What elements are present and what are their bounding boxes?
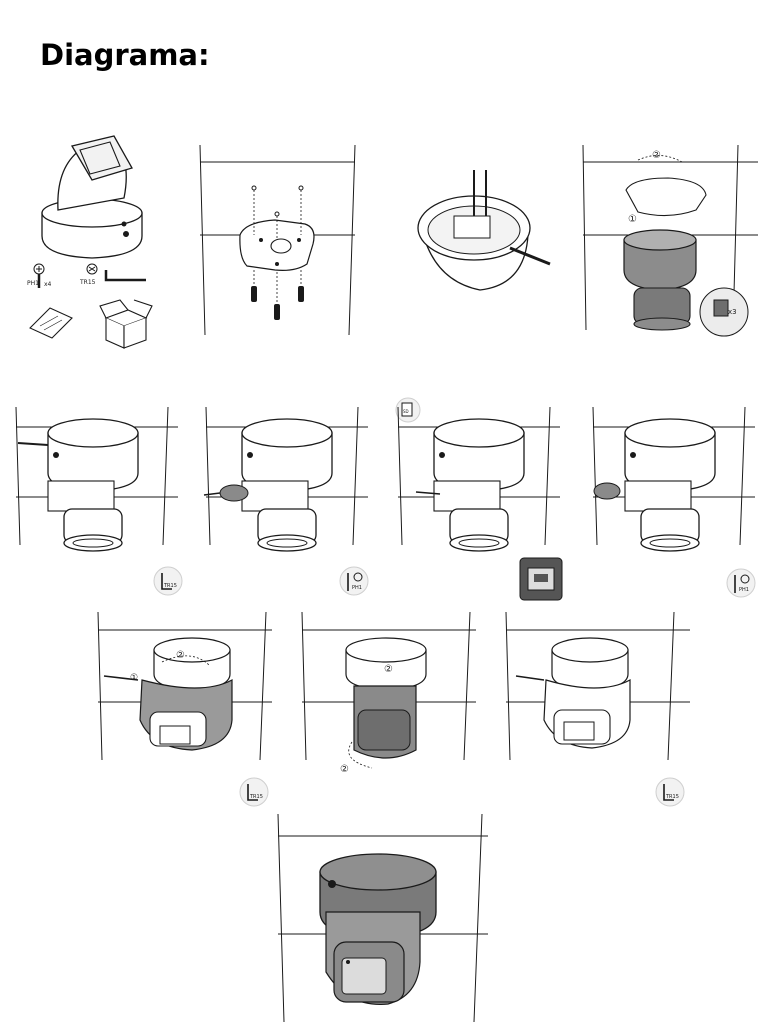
sd-slot-badge-icon bbox=[519, 557, 563, 601]
sd-cover-remove-panel: PH1 bbox=[198, 405, 378, 605]
angle-step-mark: ② bbox=[384, 664, 393, 675]
step-mark-2: ② bbox=[652, 150, 661, 161]
camera-turret-icon bbox=[41, 135, 143, 259]
screwdriver-badge-label: PH1 bbox=[352, 585, 362, 591]
package-contents-panel: PH1 x4 TR15 bbox=[20, 128, 160, 349]
ceiling-camera-icon bbox=[319, 853, 437, 1005]
torx-badge-label-2: TR15 bbox=[249, 794, 263, 800]
screwdriver-badge-icon: PH1 bbox=[339, 566, 369, 596]
torx-badge-icon: TR15 bbox=[239, 777, 269, 807]
clip-qty-label: x3 bbox=[728, 308, 737, 316]
final-camera-panel bbox=[268, 812, 498, 1024]
torx-badge-icon: TR15 bbox=[153, 566, 183, 596]
mount-plate-panel bbox=[195, 140, 365, 340]
cable-connection-panel bbox=[410, 160, 560, 310]
page-title: Diagrama: bbox=[40, 38, 210, 72]
step-mark-1: ① bbox=[628, 214, 637, 225]
screw-qty-label: x4 bbox=[44, 281, 52, 288]
manual-icon bbox=[29, 307, 73, 339]
screw-icon: PH1 x4 bbox=[27, 263, 52, 288]
torx-key-icon: TR15 bbox=[79, 263, 146, 286]
screwdriver-badge-icon: PH1 bbox=[726, 568, 756, 598]
torx-badge-label-3: TR15 bbox=[665, 794, 679, 800]
screwdriver-badge-label-2: PH1 bbox=[739, 587, 749, 593]
open-cover-panel: TR15 bbox=[8, 405, 183, 605]
torx-bit-label: TR15 bbox=[79, 279, 96, 286]
angle-step-mark-2: ② bbox=[340, 764, 349, 775]
adjust-angle-panel: ② ② bbox=[296, 610, 486, 790]
mount-plate-icon bbox=[239, 219, 315, 271]
sd-card-label: SD bbox=[403, 409, 409, 414]
rotate-step-mark-1: ① bbox=[130, 673, 138, 683]
box-icon bbox=[99, 299, 153, 349]
rotate-cover-panel: ② ① TR15 bbox=[92, 610, 282, 810]
torx-badge-label: TR15 bbox=[163, 583, 177, 589]
lock-cover-panel: TR15 bbox=[500, 610, 700, 810]
attach-camera-panel: ② ① x3 bbox=[578, 140, 758, 340]
sd-cover-close-panel: PH1 bbox=[585, 405, 765, 605]
rotate-step-mark: ② bbox=[176, 650, 185, 661]
torx-badge-icon: TR15 bbox=[655, 777, 685, 807]
sd-insert-panel: SD bbox=[390, 397, 570, 608]
sd-card-icon: SD bbox=[395, 397, 421, 423]
screw-bit-label: PH1 bbox=[27, 280, 39, 287]
